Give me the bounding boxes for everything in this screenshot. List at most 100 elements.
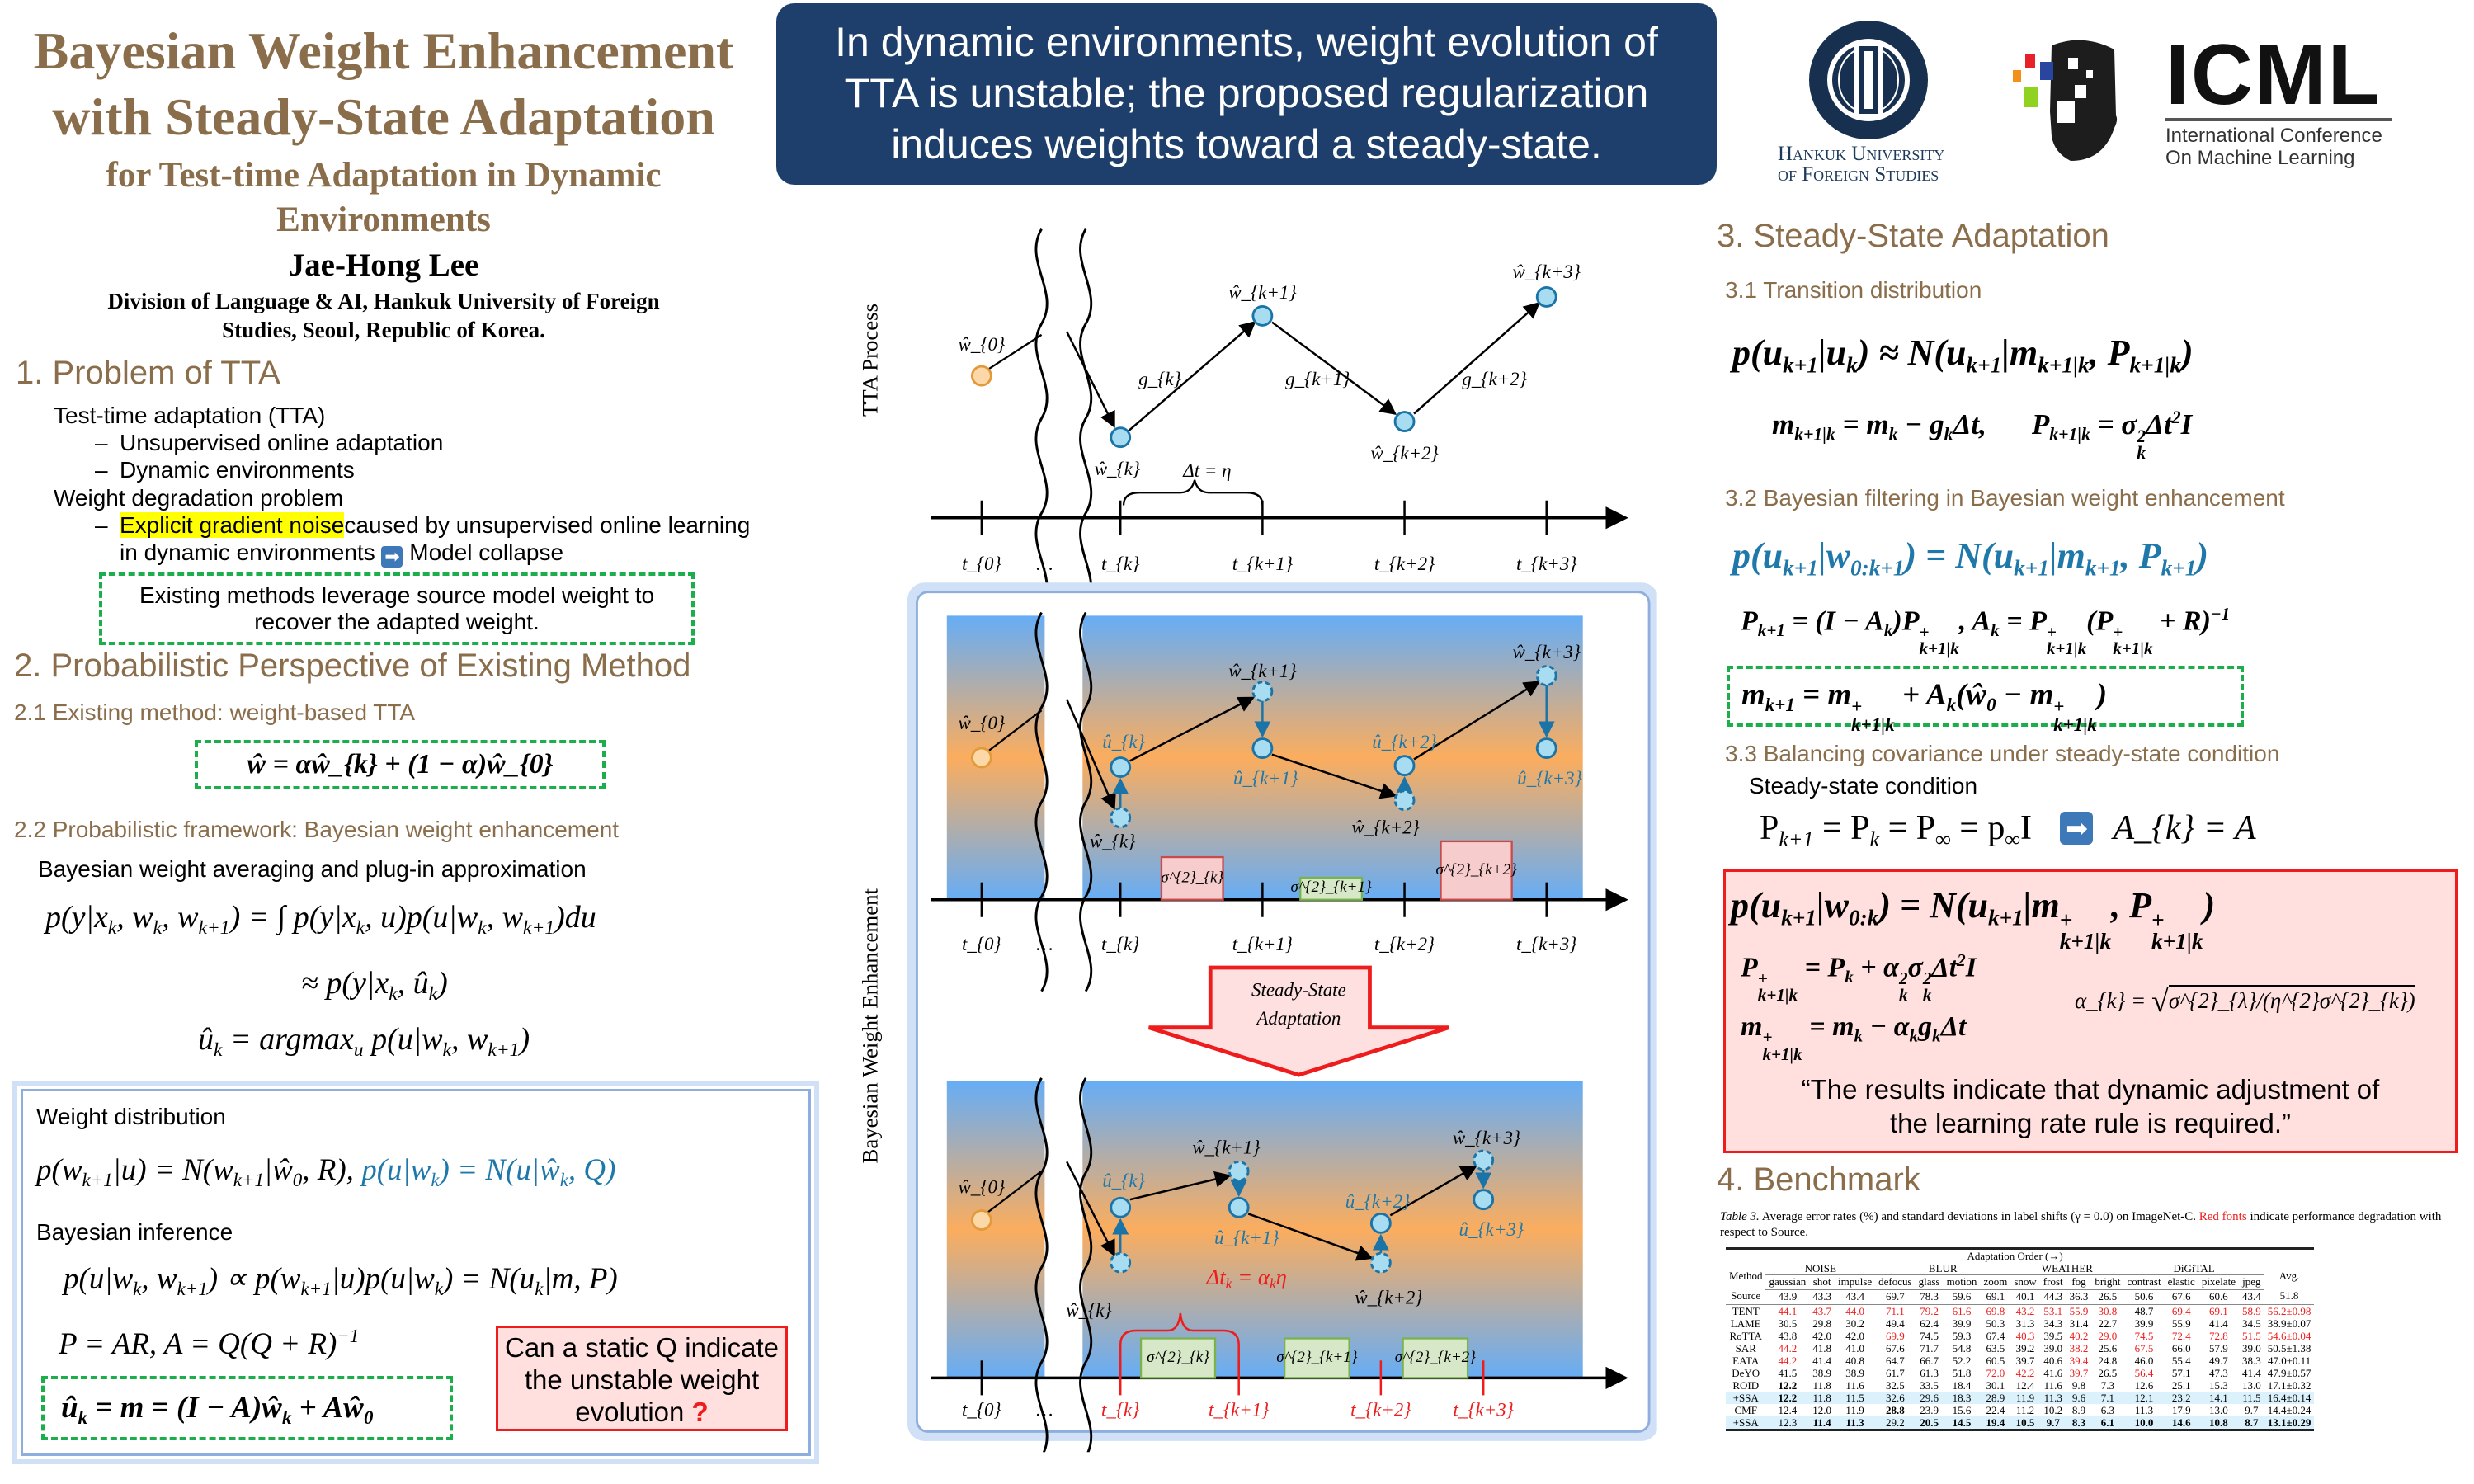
value-cell: 39.0 [2043,1342,2063,1354]
value-cell: 8.3 [2066,1416,2092,1431]
gain-formula: P = AR, A = Q(Q + R)−1 [59,1326,360,1361]
subtitle-line: for Test-time Adaptation in Dynamic [106,156,662,195]
value-cell: 59.6 [1943,1288,1981,1305]
label-delta-t: Δt = η [1183,459,1232,482]
method-cell: +SSA [1726,1416,1766,1431]
value-cell: 40.1 [2010,1288,2040,1305]
update-arrow [1271,753,1397,799]
link-line [987,1170,1043,1213]
value-cell: 55.4 [2171,1354,2191,1367]
value-cell: 12.2 [1778,1379,1798,1392]
value-cell: 41.0 [1845,1342,1864,1354]
sqrt-symbol: √ [2151,984,2169,1019]
label-uk2: û_{k+2} [1372,731,1437,753]
tick-label: … [1036,1398,1053,1421]
value-cell: 69.9 [1886,1330,1905,1342]
column-header: snow [2010,1274,2040,1290]
variance-box [1139,1337,1217,1379]
value-cell: 32.5 [1886,1379,1905,1392]
column-header: impulse [1834,1274,1876,1290]
value-cell: 10.5 [2010,1416,2040,1431]
icml-wordmark: ICML [2165,27,2382,123]
label-w0: ŵ_{0} [958,712,1006,734]
update-arrow [1389,1165,1477,1217]
value-cell: 26.5 [2098,1367,2118,1379]
variance-box [1284,1337,1350,1379]
tta-bullet: –Dynamic environments [95,457,355,483]
value-cell: 54.8 [1952,1342,1972,1354]
weight-evolution-figure: TTA Process Bayesian Weight Enhancement … [852,205,1657,1453]
value-cell: 56.2±0.98 [2267,1305,2311,1317]
tick-label: t_{k} [1101,932,1140,955]
posterior-point [1251,304,1274,327]
posterior-point [1251,737,1274,759]
value-cell: 12.0 [1812,1404,1831,1416]
label-uk: û_{k} [1102,1169,1145,1192]
tick-label: t_{k+3} [1516,932,1577,955]
value-cell: 32.6 [1875,1392,1916,1404]
update-arrow [1271,321,1397,415]
bayesian-inference-label: Bayesian inference [36,1219,233,1245]
value-cell: 11.3 [1834,1416,1876,1431]
value-cell: 44.3 [2039,1288,2066,1305]
variance-label: σ^{2}_{k+1} [1290,879,1372,897]
value-cell: 38.9 [1812,1367,1831,1379]
label-uk: û_{k} [1102,731,1145,753]
time-break-wave-gap [1044,1077,1083,1429]
value-cell: 60.5 [1986,1354,2005,1367]
value-cell: 78.3 [1915,1288,1944,1305]
ssa-mean-formula: m+k+1|k = mk − αkgkΔt [1741,1011,1967,1064]
tta-process-axis-label: TTA Process [860,303,884,417]
weight-point [1251,681,1274,703]
label-w0: ŵ_{0} [958,1175,1006,1199]
value-cell: 66.7 [1920,1354,1939,1367]
value-cell: 38.9 [1845,1367,1864,1379]
value-cell: 33.5 [1920,1379,1939,1392]
group-header: DiGiTAL [2123,1262,2264,1275]
link-line [987,333,1043,370]
method-cell: ROID [1732,1379,1760,1392]
weight-point [1228,1160,1250,1182]
value-cell: 19.4 [1980,1416,2011,1431]
value-cell: 11.2 [2015,1404,2035,1416]
key-message-banner: In dynamic environments, weight evolutio… [776,3,1717,185]
value-cell: 40.6 [2043,1354,2063,1367]
value-cell: 11.3 [2134,1404,2154,1416]
posterior-point [1393,411,1416,432]
value-cell: 71.1 [1886,1305,1905,1317]
filtering-formula: p(uk+1|w0:k+1) = N(uk+1|mk+1, Pk+1) [1732,535,2209,581]
method-cell: EATA [1732,1354,1760,1367]
value-cell: 51.8 [2264,1288,2315,1305]
value-cell: 11.3 [2039,1392,2066,1404]
value-cell: 12.1 [2123,1392,2165,1404]
section3-3-heading: 3.3 Balancing covariance under steady-st… [1725,741,2280,766]
argmax-formula: ûk = argmaxu p(u|wk, wk+1) [198,1022,530,1062]
source-weight-point [970,747,992,769]
value-cell: 66.0 [2171,1342,2191,1354]
value-cell: 62.4 [1920,1317,1939,1330]
value-cell: 30.2 [1845,1317,1864,1330]
value-cell: 10.8 [2198,1416,2239,1431]
label-wk1: ŵ_{k+1} [1192,1136,1261,1159]
value-cell: 43.4 [1834,1288,1876,1305]
value-cell: 54.6±0.04 [2267,1330,2311,1342]
method-cell: LAME [1730,1317,1761,1330]
tick-label: t_{k} [1101,1398,1140,1421]
value-cell: 11.9 [2010,1392,2040,1404]
tick-label: … [1036,552,1053,575]
method-cell: RoTTA [1729,1330,1762,1342]
table-caption: Table 3. Average error rates (%) and sta… [1720,1209,2462,1241]
tick-label: t_{k} [1101,552,1140,575]
section2-1-heading: 2.1 Existing method: weight-based TTA [14,700,416,725]
value-cell: 31.3 [2015,1317,2035,1330]
column-header: defocus [1875,1274,1916,1290]
alpha-formula: α_{k} = √σ^{2}_{λ}/(η^{2}σ^{2}_{k}) [2075,983,2415,1020]
bullet-text: Unsupervised online adaptation [120,430,444,455]
value-cell: 6.1 [2091,1416,2124,1431]
value-cell: 50.3 [1986,1317,2005,1330]
value-cell: 11.6 [1845,1379,1864,1392]
value-cell: 44.0 [1845,1305,1864,1317]
